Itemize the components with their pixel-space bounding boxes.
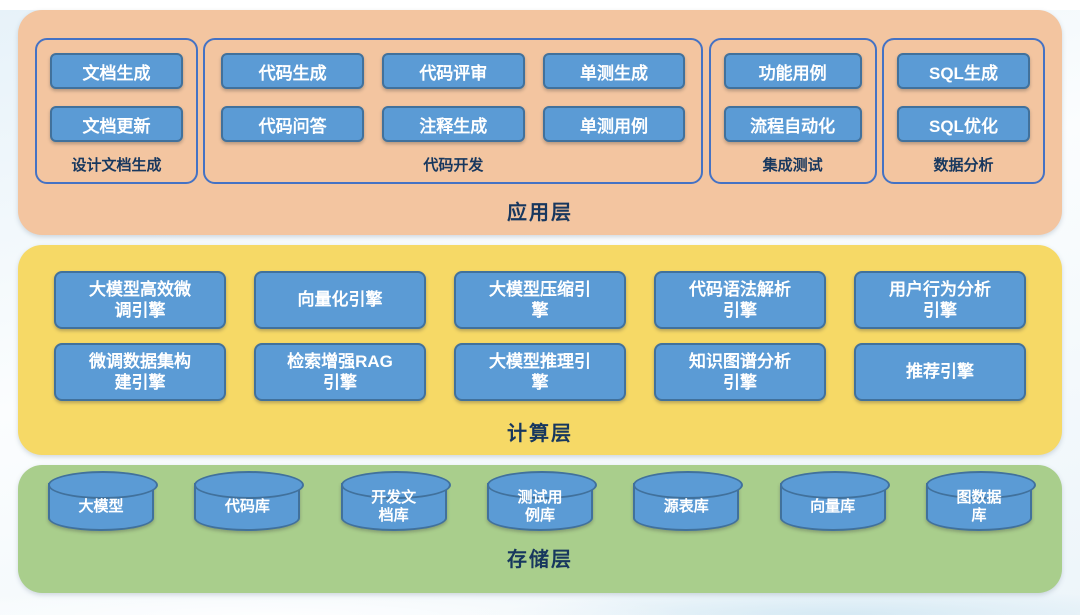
db-test-case-repo: 测试用例库	[486, 471, 597, 531]
group-label-design-doc-generation: 设计文档生成	[71, 157, 162, 174]
node-code-qa: 代码问答	[221, 106, 364, 142]
computing-layer: 大模型高效微调引擎 向量化引擎 大模型压缩引擎 代码语法解析引擎 用户行为分析引…	[18, 245, 1062, 455]
db-code-repo: 代码库	[194, 471, 305, 531]
node-function-case: 功能用例	[723, 53, 862, 89]
group-label-data-analysis: 数据分析	[933, 157, 994, 174]
group-data-analysis: SQL生成 SQL优化 数据分析	[881, 38, 1045, 184]
node-unit-test-generation: 单测生成	[542, 53, 686, 89]
node-unit-test-case: 单测用例	[542, 106, 686, 142]
node-vectorization-engine: 向量化引擎	[254, 271, 426, 329]
node-code-generation: 代码生成	[221, 53, 364, 89]
storage-layer-label: 存储层	[507, 549, 573, 571]
application-layer: 文档生成 文档更新 设计文档生成 代码生成 代码评审 单测生成 代码问答 注释生…	[18, 10, 1062, 235]
group-items: SQL生成 SQL优化	[884, 40, 1043, 142]
db-source-table-repo: 源表库	[633, 471, 744, 531]
node-code-review: 代码评审	[381, 53, 525, 89]
node-llm-finetune-engine: 大模型高效微调引擎	[54, 271, 226, 329]
group-integration-test: 功能用例 流程自动化 集成测试	[708, 38, 877, 184]
group-code-development: 代码生成 代码评审 单测生成 代码问答 注释生成 单测用例 代码开发	[203, 38, 704, 184]
node-code-syntax-parse-engine: 代码语法解析引擎	[654, 271, 826, 329]
application-layer-label: 应用层	[507, 202, 573, 224]
node-knowledge-graph-analysis-engine: 知识图谱分析引擎	[654, 343, 826, 401]
application-groups-row: 文档生成 文档更新 设计文档生成 代码生成 代码评审 单测生成 代码问答 注释生…	[18, 38, 1062, 184]
db-vector-store: 向量库	[779, 471, 890, 531]
architecture-diagram: 文档生成 文档更新 设计文档生成 代码生成 代码评审 单测生成 代码问答 注释生…	[0, 10, 1080, 615]
node-llm-compression-engine: 大模型压缩引擎	[454, 271, 626, 329]
node-doc-generation: 文档生成	[50, 53, 183, 89]
node-finetune-dataset-build-engine: 微调数据集构建引擎	[54, 343, 226, 401]
node-comment-generation: 注释生成	[381, 106, 525, 142]
db-graph-database: 图数据库	[925, 471, 1036, 531]
storage-layer: 大模型 代码库 开发文档库 测试用例库 源表库 向量库 图数据库 存储层	[18, 465, 1062, 593]
node-user-behavior-analysis-engine: 用户行为分析引擎	[854, 271, 1026, 329]
db-dev-doc-repo: 开发文档库	[340, 471, 451, 531]
node-rag-engine: 检索增强RAG引擎	[254, 343, 426, 401]
db-large-model: 大模型	[48, 471, 158, 531]
node-llm-inference-engine: 大模型推理引擎	[454, 343, 626, 401]
node-sql-generation: SQL生成	[896, 53, 1030, 89]
node-recommendation-engine: 推荐引擎	[854, 343, 1026, 401]
storage-row: 大模型 代码库 开发文档库 测试用例库 源表库 向量库 图数据库	[18, 471, 1062, 531]
group-items: 功能用例 流程自动化	[711, 40, 875, 142]
group-label-integration-test: 集成测试	[762, 157, 823, 174]
computing-grid: 大模型高效微调引擎 向量化引擎 大模型压缩引擎 代码语法解析引擎 用户行为分析引…	[18, 271, 1062, 401]
group-items: 代码生成 代码评审 单测生成 代码问答 注释生成 单测用例	[205, 40, 701, 142]
node-doc-update: 文档更新	[50, 106, 183, 142]
node-sql-optimization: SQL优化	[896, 106, 1030, 142]
group-label-code-development: 代码开发	[423, 157, 484, 174]
computing-layer-label: 计算层	[507, 423, 573, 445]
group-items: 文档生成 文档更新	[37, 40, 196, 142]
group-design-doc-generation: 文档生成 文档更新 设计文档生成	[35, 38, 198, 184]
node-process-automation: 流程自动化	[723, 106, 862, 142]
